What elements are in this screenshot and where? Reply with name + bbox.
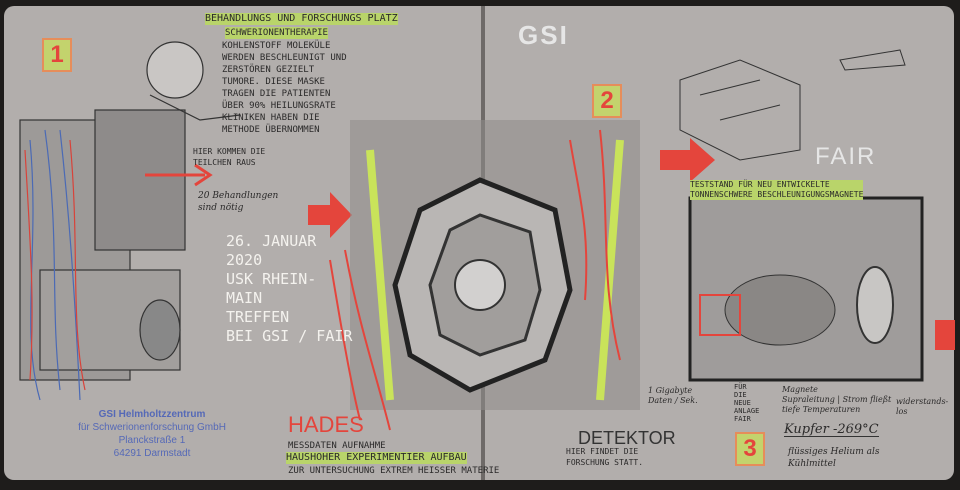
hades-detector-sketch	[329, 120, 640, 431]
test-stand-label: TESTSTAND FÜR NEU ENTWICKELTE TONNENSCHW…	[690, 180, 864, 200]
fair-logo: FAIR	[815, 143, 877, 170]
address-line: GSI Helmholtzzentrum	[98, 409, 206, 420]
helium-note: flüssiges Helium als Kühlmittel	[788, 447, 880, 469]
gsi-address: GSI Helmholtzzentrum für Schwerionenfors…	[72, 408, 232, 460]
number-1-badge: 1	[42, 38, 72, 72]
treatment-heading: BEHANDLUNGS UND FORSCHUNGS PLATZ	[205, 13, 398, 25]
treatments-note: 20 Behandlungen sind nötig	[198, 191, 279, 213]
event-text: 26. JANUAR 2020 USK RHEIN- MAIN TREFFEN …	[226, 232, 353, 345]
address-line: für Schwerionenforschung GmbH	[78, 422, 226, 433]
hades-line-3: ZUR UNTERSUCHUNG EXTREM HEIßER MATERIE	[288, 466, 500, 476]
for-fair-note: FÜR DIE NEUE ANLAGE FAIR	[734, 383, 760, 423]
detector-note: HIER FINDET DIE FORSCHUNG STATT.	[566, 447, 644, 467]
detector-title: DETEKTOR	[578, 428, 676, 448]
number-3-badge: 3	[735, 432, 765, 466]
hades-title: HADES	[288, 412, 364, 437]
particle-arrow	[145, 163, 213, 187]
magnet-test-stand-sketch	[688, 196, 924, 382]
red-arrow-left	[308, 192, 352, 238]
particles-note: HIER KOMMEN DIE TEILCHEN RAUS	[193, 147, 266, 167]
number-2-badge: 2	[592, 84, 622, 118]
therapy-text: KOHLENSTOFF MOLEKÜLE WERDEN BESCHLEUNIGT…	[222, 41, 347, 135]
hades-line-2: HAUSHOHER EXPERIMENTIER AUFBAU	[286, 452, 467, 464]
red-arrow-right	[660, 138, 715, 182]
resistance-note: widerstands- los	[896, 397, 949, 416]
copper-note: Kupfer -269°C	[784, 422, 879, 437]
data-rate-note: 1 Gigabyte Daten / Sek.	[648, 386, 698, 405]
address-line: Planckstraße 1	[118, 435, 186, 446]
hades-line-1: MESSDATEN AUFNAHME	[288, 441, 386, 451]
treatment-machine-sketch	[19, 41, 241, 401]
building-sketch	[679, 49, 906, 161]
magnet-note: Magnete Supraleitung | Strom fließt tief…	[782, 385, 892, 414]
red-arrow-edge	[935, 320, 955, 350]
therapy-subheading: SCHWERIONENTHERAPIE	[225, 27, 328, 39]
address-line: 64291 Darmstadt	[113, 448, 191, 459]
gsi-logo: GSI	[518, 20, 569, 50]
